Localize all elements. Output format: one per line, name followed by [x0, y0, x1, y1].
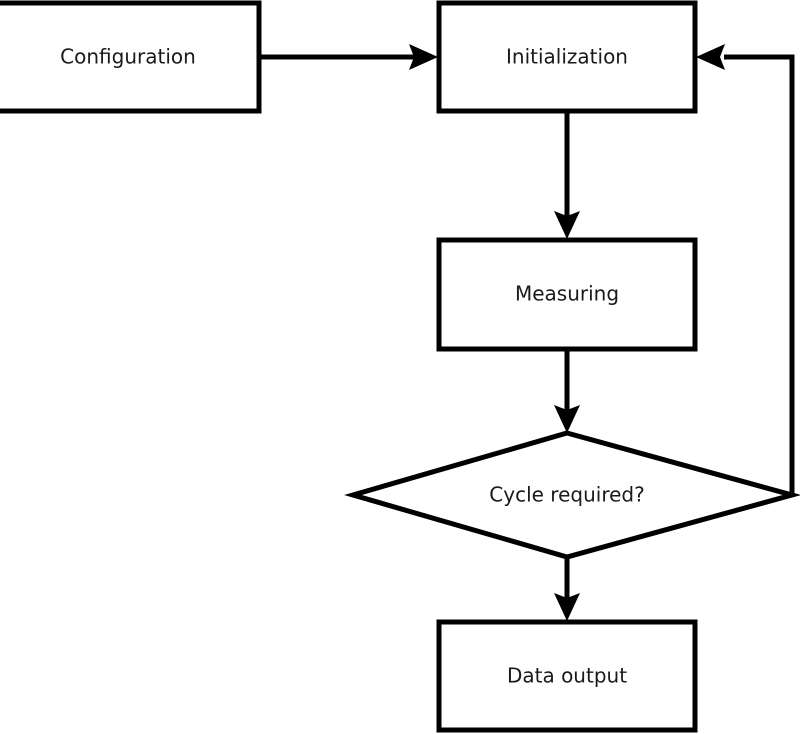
edge-cycle-required-to-data-output	[554, 557, 580, 621]
arrow-head-right-icon	[409, 44, 438, 70]
edge-configuration-to-initialization	[259, 44, 438, 70]
node-configuration[interactable]: Configuration	[0, 0, 262, 114]
node-initialization[interactable]: Initialization	[436, 0, 698, 114]
node-measuring[interactable]: Measuring	[436, 237, 698, 352]
node-data-output-label: Data output	[507, 664, 627, 688]
node-measuring-shape	[436, 237, 698, 352]
arrow-head-down-icon	[554, 211, 580, 239]
arrow-head-left-icon	[696, 44, 725, 70]
edge-measuring-to-cycle-required	[554, 349, 580, 433]
node-cycle-required-label: Cycle required?	[489, 483, 644, 507]
edge-cycle-required-to-initialization-feedback	[696, 44, 795, 495]
node-data-output[interactable]: Data output	[436, 619, 698, 733]
node-cycle-required-shape	[344, 430, 800, 560]
node-initialization-shape	[436, 0, 698, 114]
arrow-head-down-icon	[554, 405, 580, 433]
node-configuration-shape	[0, 0, 262, 114]
arrow-head-down-icon	[554, 593, 580, 621]
edge-polyline	[724, 54, 795, 495]
node-data-output-shape	[436, 619, 698, 733]
node-configuration-label: Configuration	[60, 45, 196, 69]
node-initialization-label: Initialization	[506, 45, 628, 69]
node-measuring-label: Measuring	[515, 282, 619, 306]
node-cycle-required[interactable]: Cycle required?	[344, 430, 800, 560]
edge-initialization-to-measuring	[554, 111, 580, 239]
